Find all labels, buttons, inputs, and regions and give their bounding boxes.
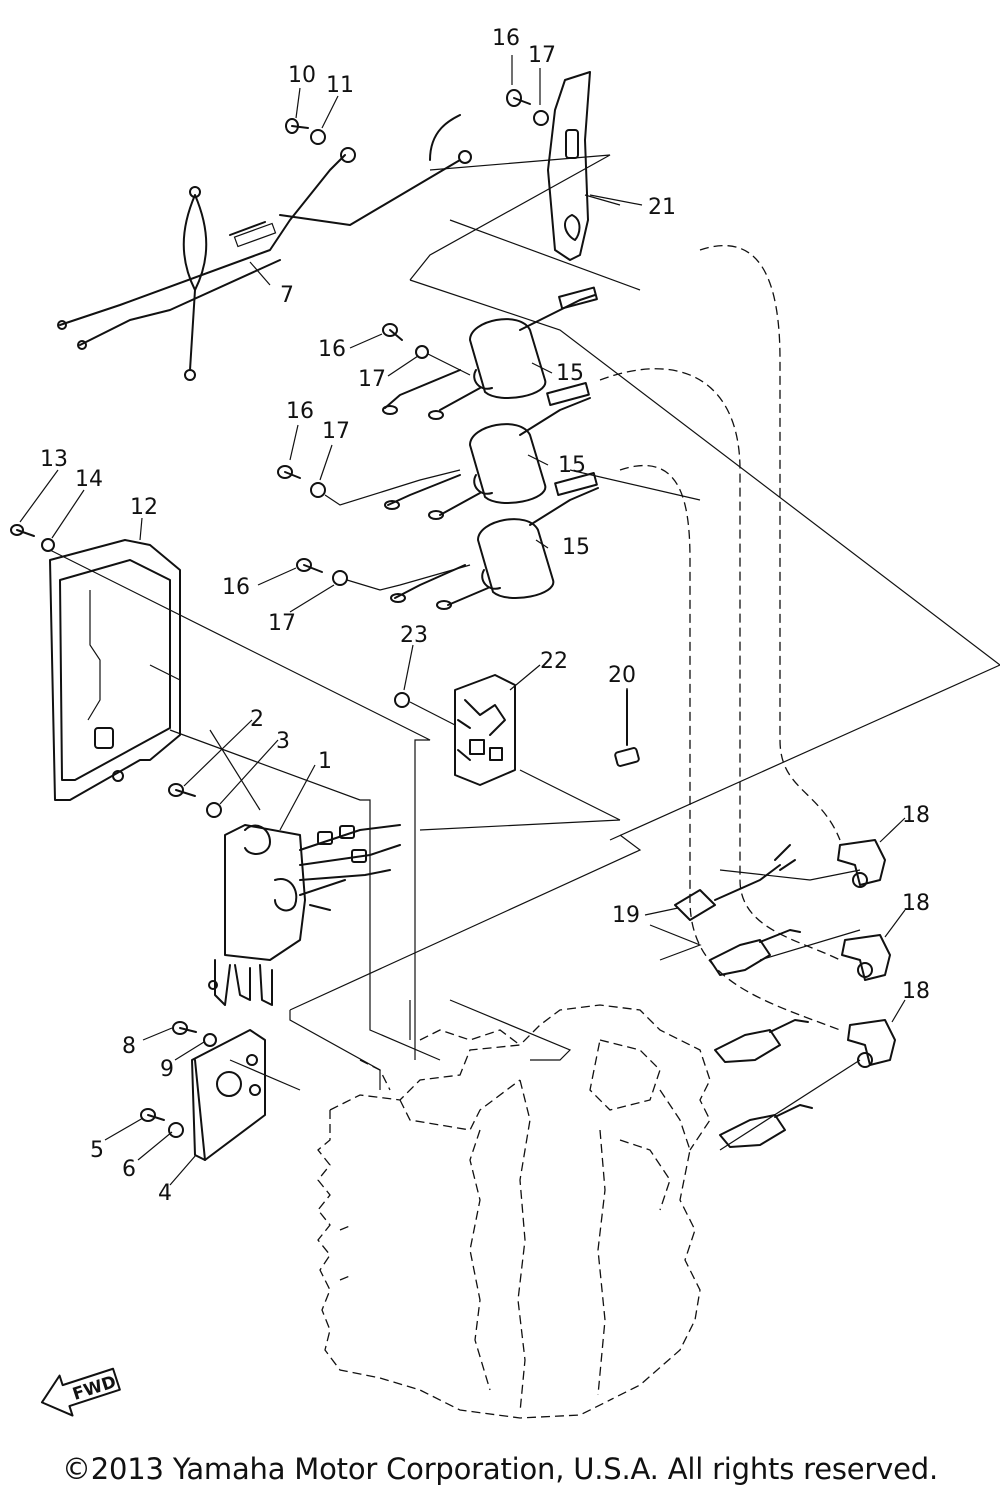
callout-13: 13: [40, 447, 68, 472]
callout-6: 6: [122, 1157, 136, 1182]
callout-22: 22: [540, 649, 568, 674]
relay-bracket-22: [394, 674, 516, 786]
screw-10-washer-11: [285, 118, 326, 145]
ignition-coil-upper: [382, 286, 598, 420]
callout-18a: 18: [902, 803, 930, 828]
callout-17a: 17: [528, 43, 556, 68]
bolts-16-washers-17: [277, 323, 471, 591]
callout-17c: 17: [322, 419, 350, 444]
wire-harness: [57, 114, 472, 381]
callout-20: 20: [608, 663, 636, 688]
callout-1: 1: [318, 749, 332, 774]
bracket-plate-21: [506, 71, 621, 261]
fwd-label: FWD: [70, 1372, 118, 1405]
plug-caps-18: [837, 839, 896, 1068]
callout-leaders: [19, 55, 906, 1186]
base-plate-4: [140, 1021, 266, 1161]
callout-labels: 1 2 3 4 5 6 7 8 9 10 11 12 13 14 15 15 1…: [40, 26, 930, 1206]
callout-8: 8: [122, 1034, 136, 1059]
callout-11: 11: [326, 73, 354, 98]
small-part-20: [614, 689, 640, 767]
spark-plugs: [709, 929, 813, 1148]
engine-block-outline: [317, 1004, 711, 1419]
assembly-guide-lines: [49, 154, 1000, 1151]
callout-10: 10: [288, 63, 316, 88]
callout-9: 9: [160, 1057, 174, 1082]
callout-15c: 15: [562, 535, 590, 560]
callout-12: 12: [130, 495, 158, 520]
callout-7: 7: [280, 283, 294, 308]
exploded-parts-diagram: 1 2 3 4 5 6 7 8 9 10 11 12 13 14 15 15 1…: [10, 26, 1000, 1419]
ignition-coil-lower: [390, 472, 599, 610]
fwd-arrow-icon: FWD: [40, 1367, 121, 1417]
callout-3: 3: [276, 729, 290, 754]
callout-4: 4: [158, 1181, 172, 1206]
callout-15a: 15: [556, 361, 584, 386]
ignition-coil-middle: [384, 382, 591, 520]
callout-16a: 16: [492, 26, 520, 51]
callout-17b: 17: [358, 367, 386, 392]
callout-14: 14: [75, 467, 103, 492]
cdi-unit-1: [168, 783, 401, 1006]
sensor-19: [644, 844, 796, 921]
callout-16c: 16: [286, 399, 314, 424]
callout-17d: 17: [268, 611, 296, 636]
callout-16d: 16: [222, 575, 250, 600]
callout-18c: 18: [902, 979, 930, 1004]
copyright-notice: ©2013 Yamaha Motor Corporation, U.S.A. A…: [62, 1452, 938, 1486]
callout-21: 21: [648, 195, 676, 220]
callout-19: 19: [612, 903, 640, 928]
callout-5: 5: [90, 1138, 104, 1163]
callout-18b: 18: [902, 891, 930, 916]
callout-15b: 15: [558, 453, 586, 478]
callout-23: 23: [400, 623, 428, 648]
callout-2: 2: [250, 707, 264, 732]
cover-12: [10, 524, 181, 801]
callout-16b: 16: [318, 337, 346, 362]
